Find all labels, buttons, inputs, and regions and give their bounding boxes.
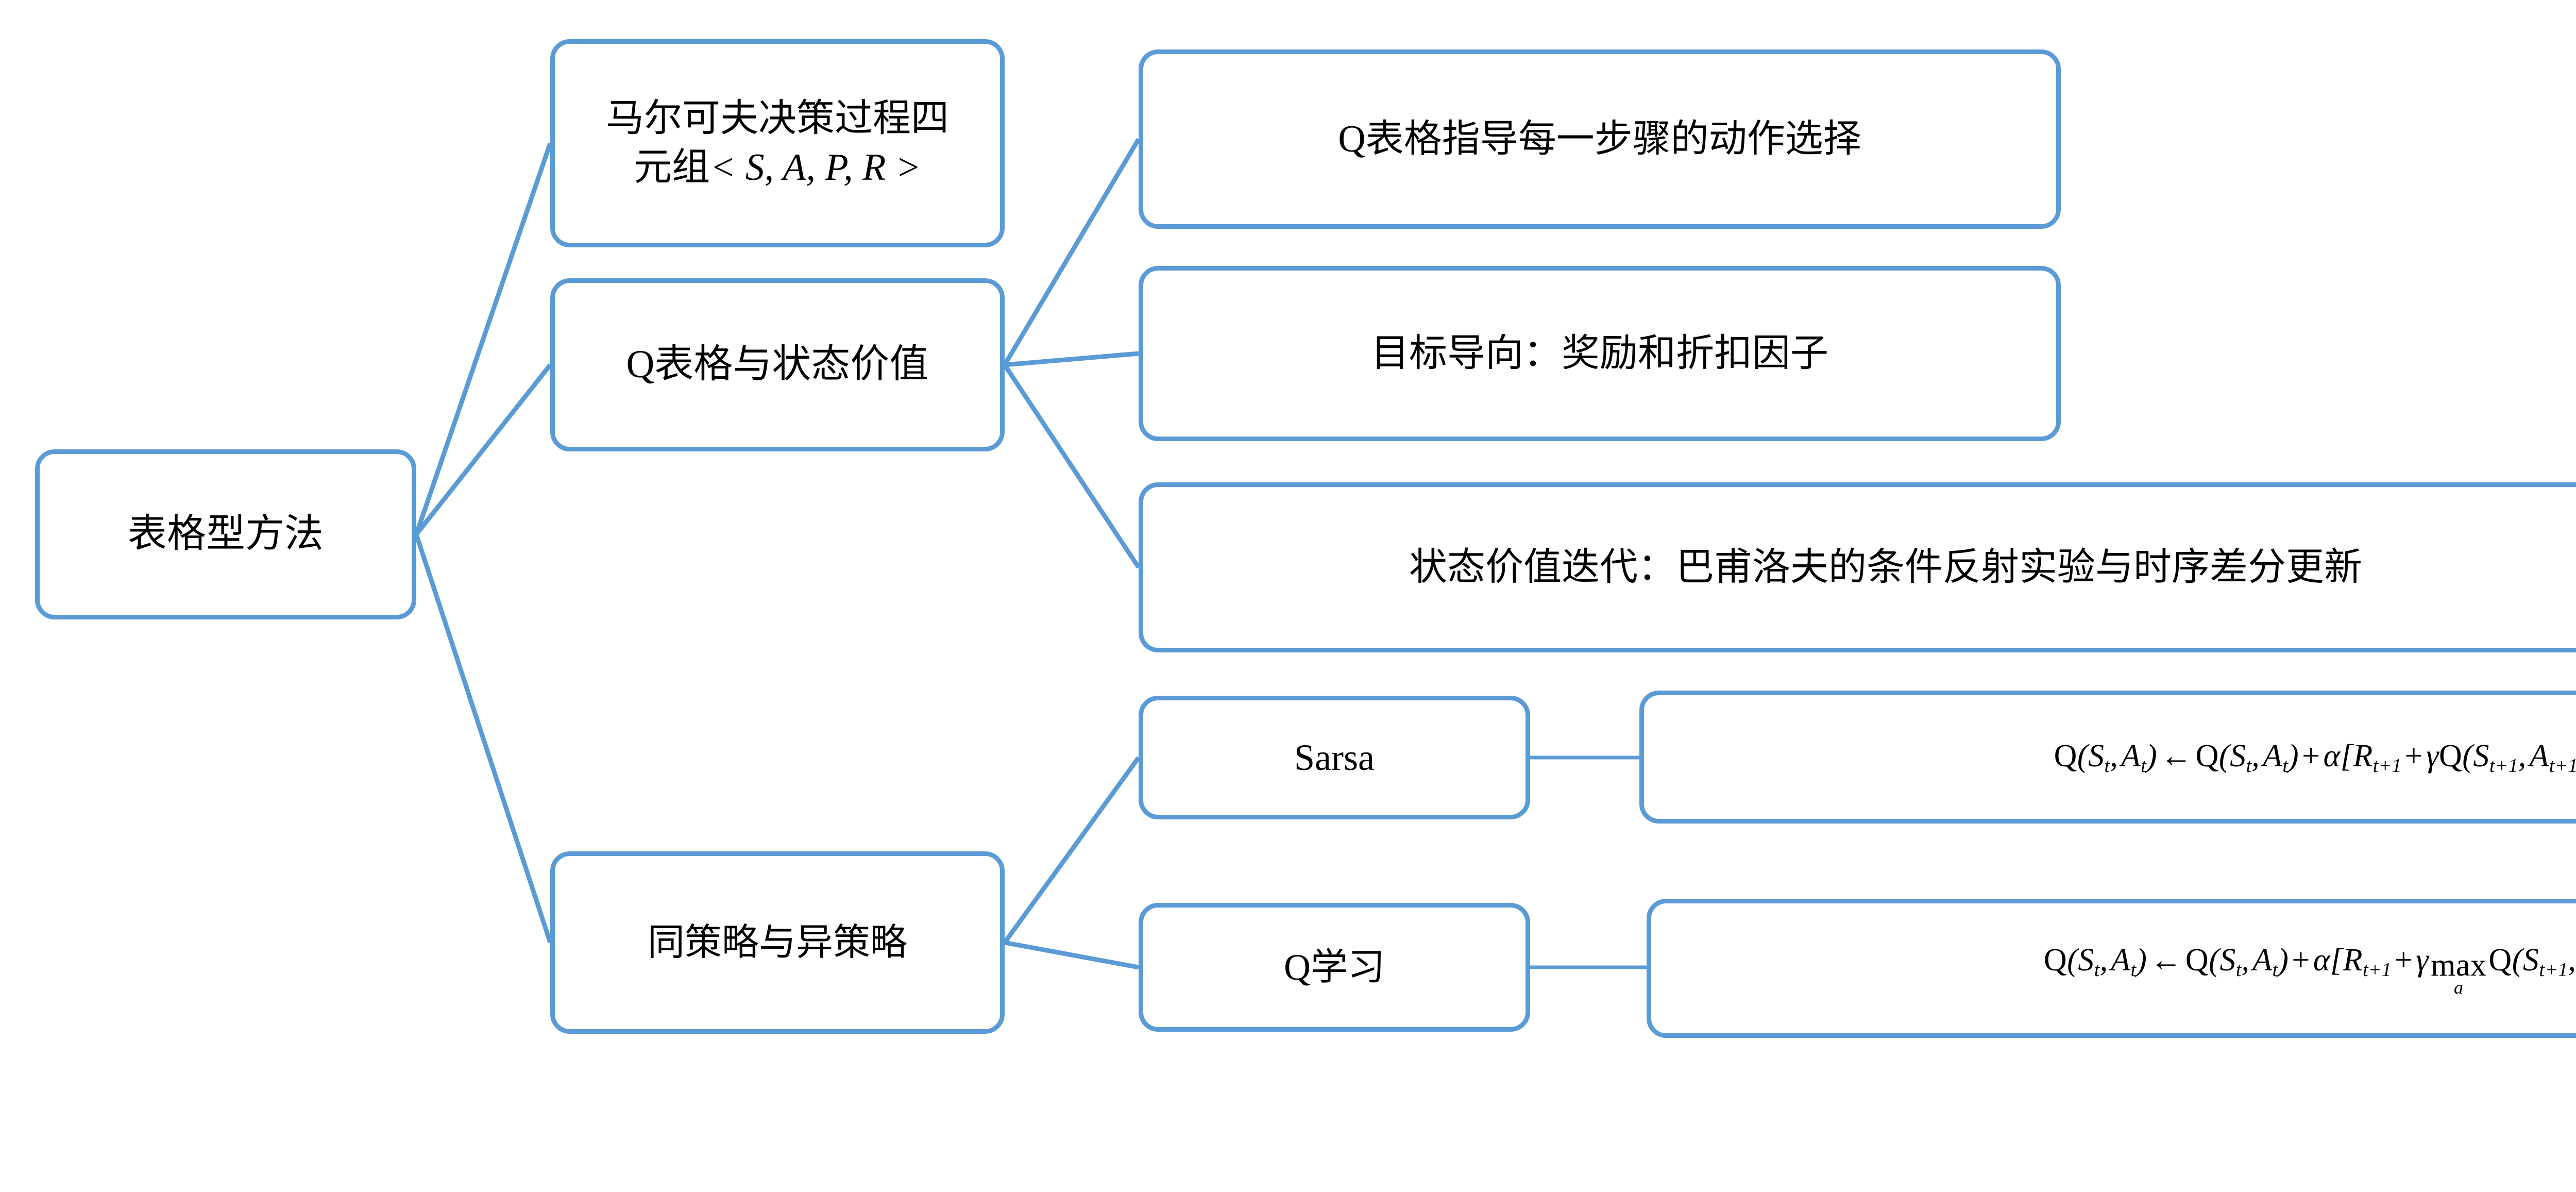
node-qlearning-label: Q学习 [1284, 946, 1385, 988]
edge-qtable-to-goal [1004, 351, 1139, 367]
node-state-value-iteration[interactable]: 状态价值迭代：巴甫洛夫的条件反射实验与时序差分更新 [1139, 482, 2576, 652]
node-mdp-line1: 马尔可夫决策过程四 [606, 97, 949, 140]
sarsa-formula-math: Q(St, At)←Q(St, At)+α[Rt+1+γQ(St+1, At+1… [2054, 738, 2576, 777]
edge-policy-to-sarsa [1003, 756, 1141, 944]
node-root[interactable]: 表格型方法 [35, 449, 416, 619]
node-mdp-line2-prefix: 元组 [634, 146, 710, 189]
node-sarsa[interactable]: Sarsa [1139, 696, 1530, 819]
node-sarsa-label: Sarsa [1294, 736, 1375, 778]
node-on-off-policy[interactable]: 同策略与异策略 [550, 851, 1005, 1034]
edge-qtable-to-value [1003, 363, 1141, 569]
node-q-table-and-state-value[interactable]: Q表格与状态价值 [550, 278, 1005, 451]
node-root-label: 表格型方法 [128, 512, 324, 556]
node-goal-reward-discount[interactable]: 目标导向：奖励和折扣因子 [1139, 266, 2061, 441]
edge-root-to-mdp [414, 142, 553, 535]
node-mdp-tuple-symbols: < S, A, P, R > [710, 146, 921, 189]
node-qtable-label: Q表格与状态价值 [626, 343, 929, 387]
node-mdp-tuple[interactable]: 马尔可夫决策过程四 元组< S, A, P, R > [550, 39, 1005, 247]
node-sarsa-formula[interactable]: Q(St, At)←Q(St, At)+α[Rt+1+γQ(St+1, At+1… [1639, 691, 2576, 824]
node-value-iteration-label: 状态价值迭代：巴甫洛夫的条件反射实验与时序差分更新 [1409, 546, 2362, 589]
edge-policy-to-qlearn [1004, 940, 1139, 970]
node-mdp-text: 马尔可夫决策过程四 元组< S, A, P, R > [568, 94, 987, 192]
node-goal-label: 目标导向：奖励和折扣因子 [1371, 332, 1828, 375]
node-q-learning[interactable]: Q学习 [1139, 903, 1530, 1032]
node-policy-label: 同策略与异策略 [647, 921, 907, 963]
edge-root-to-policy [414, 533, 553, 944]
edge-root-to-qtable [414, 363, 552, 536]
node-q-table-action-selection[interactable]: Q表格指导每一步骤的动作选择 [1139, 49, 2061, 229]
node-qguide-label: Q表格指导每一步骤的动作选择 [1338, 117, 1861, 160]
edge-qtable-to-qguide [1003, 138, 1141, 366]
